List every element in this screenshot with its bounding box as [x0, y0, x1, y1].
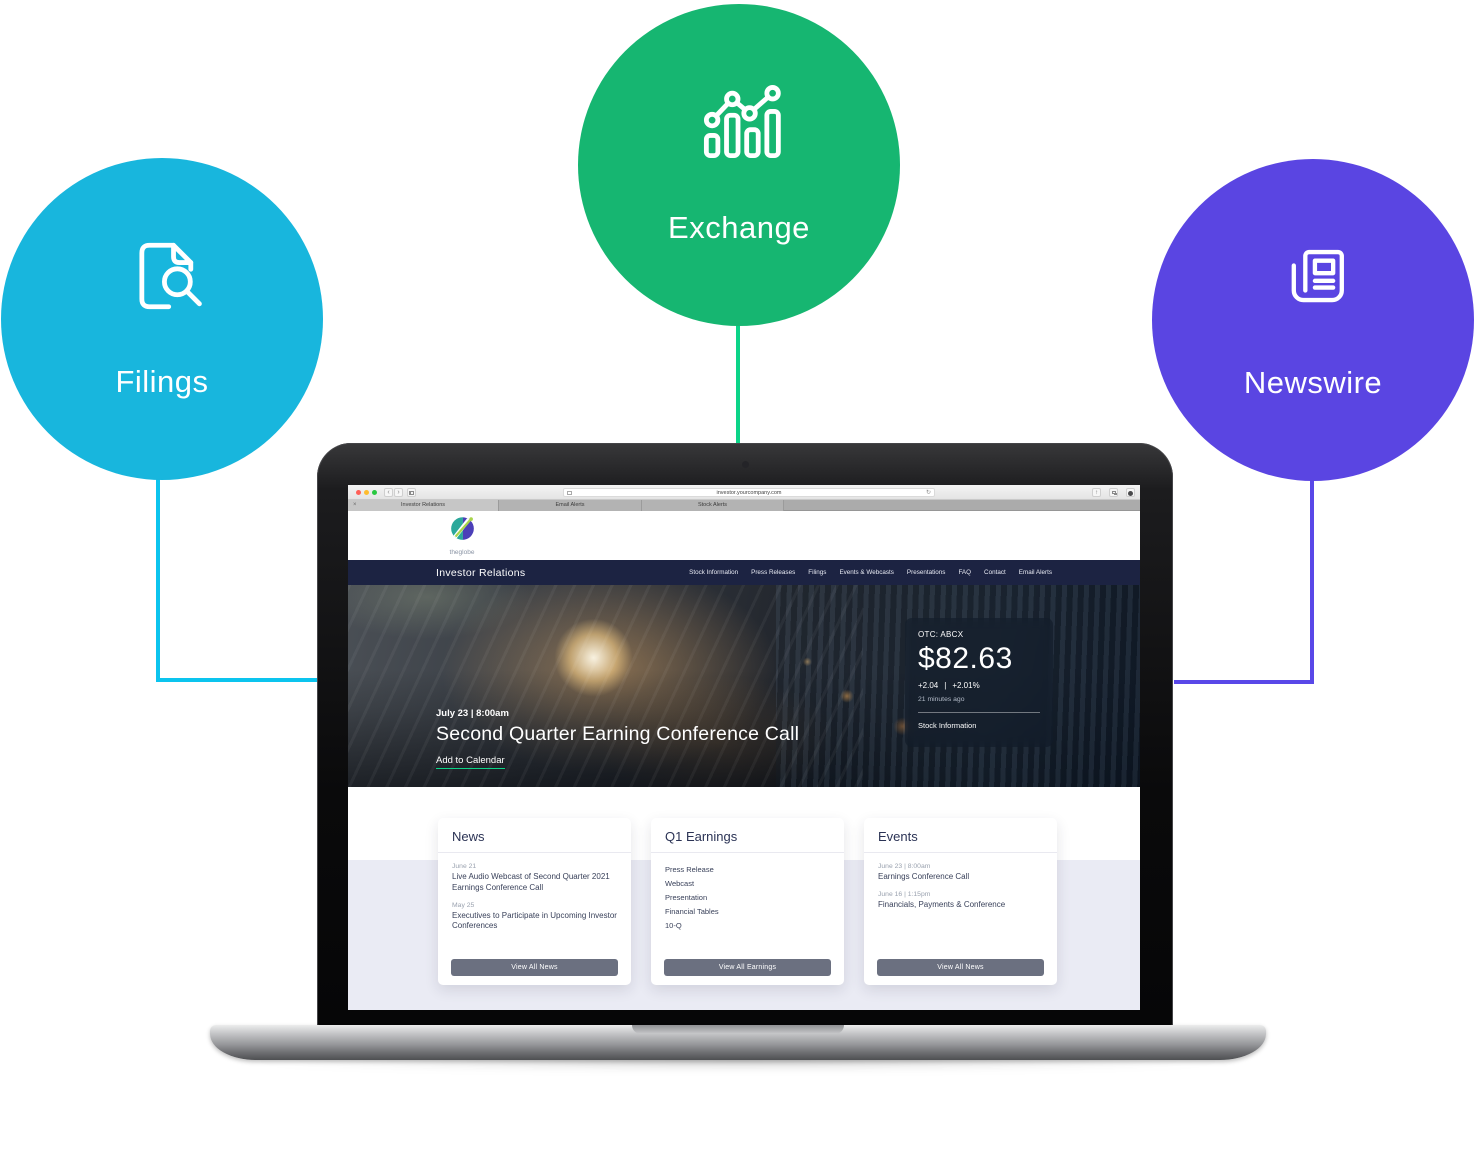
filings-label: Filings — [115, 364, 209, 399]
filings-connector-line — [156, 678, 320, 682]
earnings-link-financial-tables[interactable]: Financial Tables — [665, 907, 719, 916]
document-search-icon — [139, 242, 202, 310]
newswire-connector-line — [1310, 478, 1314, 684]
stock-change: +2.04 — [918, 681, 939, 690]
minimize-window-button[interactable] — [364, 490, 369, 495]
laptop-mockup: ‹ › investor.yourcompany.com ↻ ↑ × Inves… — [317, 443, 1173, 1026]
page-title: Investor Relations — [436, 566, 526, 579]
add-to-calendar-link[interactable]: Add to Calendar — [436, 755, 505, 769]
back-icon[interactable]: ‹ — [384, 488, 393, 497]
newswire-label: Newswire — [1243, 365, 1383, 400]
laptop-screen: ‹ › investor.yourcompany.com ↻ ↑ × Inves… — [348, 485, 1140, 1010]
news-item-link[interactable]: Live Audio Webcast of Second Quarter 202… — [452, 872, 610, 892]
earnings-card: Q1 Earnings Press Release Webcast Presen… — [651, 818, 844, 985]
globe-logo-icon — [450, 517, 474, 540]
view-all-events-button[interactable]: View All News — [877, 959, 1044, 976]
stock-ticker: OTC: ABCX — [918, 630, 964, 639]
earnings-link-presentation[interactable]: Presentation — [665, 893, 708, 902]
event-item-link[interactable]: Earnings Conference Call — [878, 872, 970, 881]
nav-item-press-releases[interactable]: Press Releases — [751, 569, 796, 576]
exchange-feature-circle: Exchange — [578, 4, 900, 326]
sidebar-icon[interactable] — [407, 488, 416, 497]
earnings-card-title: Q1 Earnings — [651, 818, 844, 853]
event-item-link[interactable]: Financials, Payments & Conference — [878, 899, 1006, 909]
exchange-label: Exchange — [668, 210, 810, 245]
stock-change-percent: +2.01% — [952, 681, 980, 690]
nav-item-stock-information[interactable]: Stock Information — [689, 569, 739, 576]
close-tab-icon[interactable]: × — [353, 502, 357, 508]
stock-change-row: +2.04 | +2.01% — [918, 681, 1040, 690]
stock-information-link[interactable]: Stock Information — [918, 721, 977, 730]
events-card: Events June 23 | 8:00am Earnings Confere… — [864, 818, 1057, 985]
site-header: theglobe — [348, 511, 1140, 560]
event-item-date: June 16 | 1:15pm — [878, 890, 931, 898]
nav-item-contact[interactable]: Contact — [984, 569, 1006, 576]
site-nav-bar: Investor Relations Stock Information Pre… — [348, 560, 1140, 585]
news-item-date: June 21 — [452, 863, 477, 870]
hero-banner: July 23 | 8:00am Second Quarter Earning … — [348, 585, 1140, 787]
laptop-base — [210, 1025, 1266, 1060]
company-logo[interactable]: theglobe — [440, 515, 484, 556]
news-item-link[interactable]: Executives to Participate in Upcoming In… — [452, 910, 617, 931]
tab-stock-alerts[interactable]: Stock Alerts — [641, 500, 784, 511]
filings-connector-line — [156, 478, 160, 682]
stock-updated: 21 minutes ago — [918, 696, 965, 703]
newswire-feature-circle: Newswire — [1152, 159, 1474, 481]
earnings-link-webcast[interactable]: Webcast — [665, 879, 695, 888]
tab-overview-icon[interactable] — [1109, 488, 1118, 497]
reload-icon[interactable]: ↻ — [925, 490, 931, 496]
nav-menu: Stock Information Press Releases Filings… — [689, 569, 1052, 576]
browser-tab-bar: × Investor Relations Email Alerts Stock … — [348, 500, 1140, 511]
view-all-earnings-button[interactable]: View All Earnings — [664, 959, 831, 976]
tab-email-alerts[interactable]: Email Alerts — [498, 500, 641, 511]
bar-line-chart-icon — [703, 85, 781, 158]
reader-icon — [567, 490, 572, 495]
tab-investor-relations[interactable]: × Investor Relations — [348, 500, 498, 511]
webcam-dot — [742, 461, 749, 468]
news-item-date: May 25 — [452, 901, 475, 909]
event-title: Second Quarter Earning Conference Call — [436, 723, 800, 745]
nav-item-filings[interactable]: Filings — [808, 569, 827, 576]
newswire-connector-line — [1174, 680, 1314, 684]
view-all-news-button[interactable]: View All News — [451, 959, 618, 976]
event-item-date: June 23 | 8:00am — [878, 863, 931, 870]
nav-item-events-webcasts[interactable]: Events & Webcasts — [839, 569, 894, 576]
zoom-window-button[interactable] — [372, 490, 377, 495]
event-datetime: July 23 | 8:00am — [436, 708, 509, 719]
url-text: investor.yourcompany.com — [716, 490, 782, 496]
url-field[interactable]: investor.yourcompany.com ↻ — [563, 488, 935, 497]
laptop-base-notch — [632, 1025, 844, 1034]
exchange-connector-line — [736, 322, 740, 450]
nav-item-presentations[interactable]: Presentations — [906, 569, 946, 576]
browser-toolbar: ‹ › investor.yourcompany.com ↻ ↑ — [348, 485, 1140, 500]
profile-icon[interactable] — [1126, 488, 1135, 497]
earnings-link-press-release[interactable]: Press Release — [665, 865, 714, 874]
nav-item-faq[interactable]: FAQ — [958, 569, 972, 576]
stock-quote-card: OTC: ABCX $82.63 +2.04 | +2.01% 21 minut… — [905, 618, 1053, 747]
earnings-link-10q[interactable]: 10-Q — [665, 921, 682, 930]
close-window-button[interactable] — [356, 490, 361, 495]
news-card: News June 21 Live Audio Webcast of Secon… — [438, 818, 631, 985]
share-icon[interactable]: ↑ — [1092, 488, 1101, 497]
stock-change-separator: | — [944, 681, 947, 690]
forward-icon[interactable]: › — [394, 488, 403, 497]
news-card-title: News — [438, 818, 631, 853]
logo-text: theglobe — [449, 549, 475, 556]
stock-price: $82.63 — [918, 642, 1013, 675]
filings-feature-circle: Filings — [1, 158, 323, 480]
events-card-title: Events — [864, 818, 1057, 853]
hero-event-block: July 23 | 8:00am Second Quarter Earning … — [436, 708, 799, 769]
nav-item-email-alerts[interactable]: Email Alerts — [1018, 569, 1052, 576]
stock-divider — [918, 712, 1040, 713]
newspaper-icon — [1291, 249, 1344, 303]
